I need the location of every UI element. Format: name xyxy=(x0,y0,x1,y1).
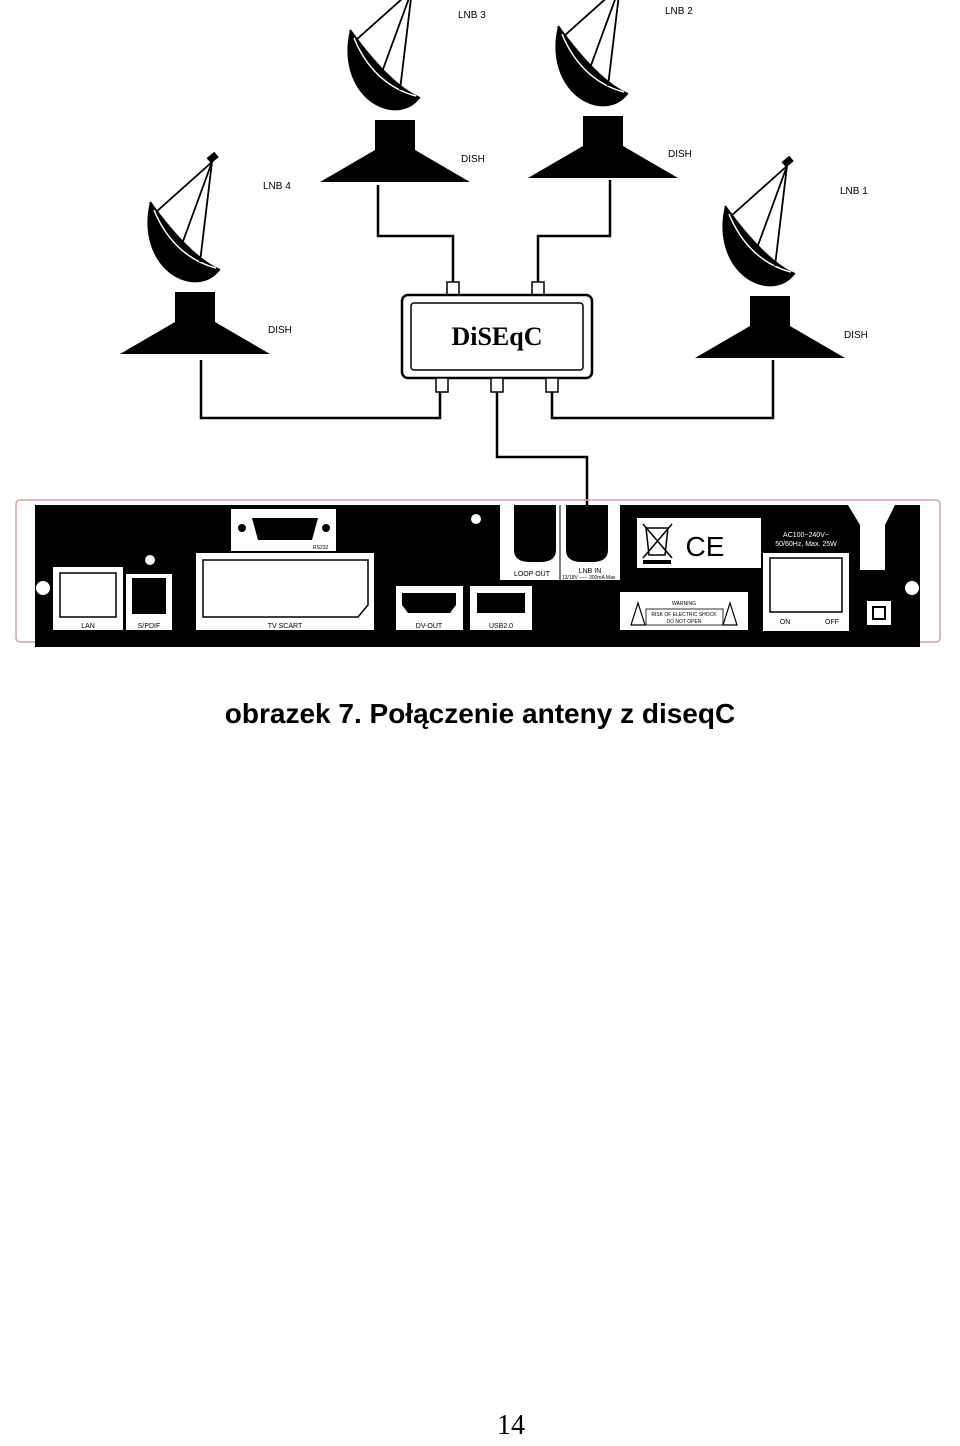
rs232-label: RS232 xyxy=(313,545,329,551)
diseqc-switch: DiSEqC xyxy=(400,281,594,393)
power-spec-2: 50/60Hz, Max. 25W xyxy=(775,541,837,548)
figure-caption: obrazek 7. Połączenie anteny z diseqC xyxy=(224,698,736,729)
lan-label: LAN xyxy=(81,623,95,630)
dish-lnb2: LNB 2 DISH xyxy=(527,0,693,179)
power-spec-1: AC100~240V~ xyxy=(783,532,829,539)
caution-icon xyxy=(722,601,738,626)
warning-line1: RISK OF ELECTRIC SHOCK xyxy=(651,612,717,618)
dish3-label: DISH xyxy=(461,154,485,165)
loop-out-label: LOOP OUT xyxy=(514,571,551,578)
lnb-in-label: LNB IN xyxy=(579,568,602,575)
connection-diagram: LNB 3 DISH LNB 2 DISH LNB 4 DISH LNB 1 D… xyxy=(15,0,941,647)
weee-bin-icon xyxy=(645,527,669,556)
power-switch xyxy=(769,557,843,613)
shock-warning-icon xyxy=(630,601,646,626)
dvout-label: DV-OUT xyxy=(416,623,443,630)
dish2-label: DISH xyxy=(668,149,692,160)
lnb3-label: LNB 3 xyxy=(458,10,486,21)
dish-lnb3: LNB 3 DISH xyxy=(319,0,486,183)
spdif-label: S/PDIF xyxy=(138,623,161,630)
dish4-label: DISH xyxy=(268,325,292,336)
off-label: OFF xyxy=(825,619,839,626)
diseqc-label: DiSEqC xyxy=(451,322,542,351)
lnb-in-spec: 13/18V ----- 300mA Max xyxy=(562,575,616,581)
page-number: 14 xyxy=(497,1410,525,1441)
scart-label: TV SCART xyxy=(268,623,303,630)
lnb4-label: LNB 4 xyxy=(263,181,291,192)
cables xyxy=(199,180,775,545)
lnb1-label: LNB 1 xyxy=(840,186,868,197)
usb-label: USB2.0 xyxy=(489,623,513,630)
double-insulation-icon xyxy=(865,599,893,627)
on-label: ON xyxy=(780,619,791,626)
receiver-back-panel: RS232 LAN S/PDIF TV SCART DV-OUT USB2.0 … xyxy=(15,499,941,647)
dish1-label: DISH xyxy=(844,330,868,341)
dish-lnb1: LNB 1 DISH xyxy=(694,154,868,359)
ce-mark-icon: CE xyxy=(686,531,725,562)
warning-line2: DO NOT OPEN xyxy=(667,619,702,625)
lnb2-label: LNB 2 xyxy=(665,6,693,17)
dish-lnb4: LNB 4 DISH xyxy=(119,150,292,355)
warning-title: WARNING xyxy=(672,601,696,607)
